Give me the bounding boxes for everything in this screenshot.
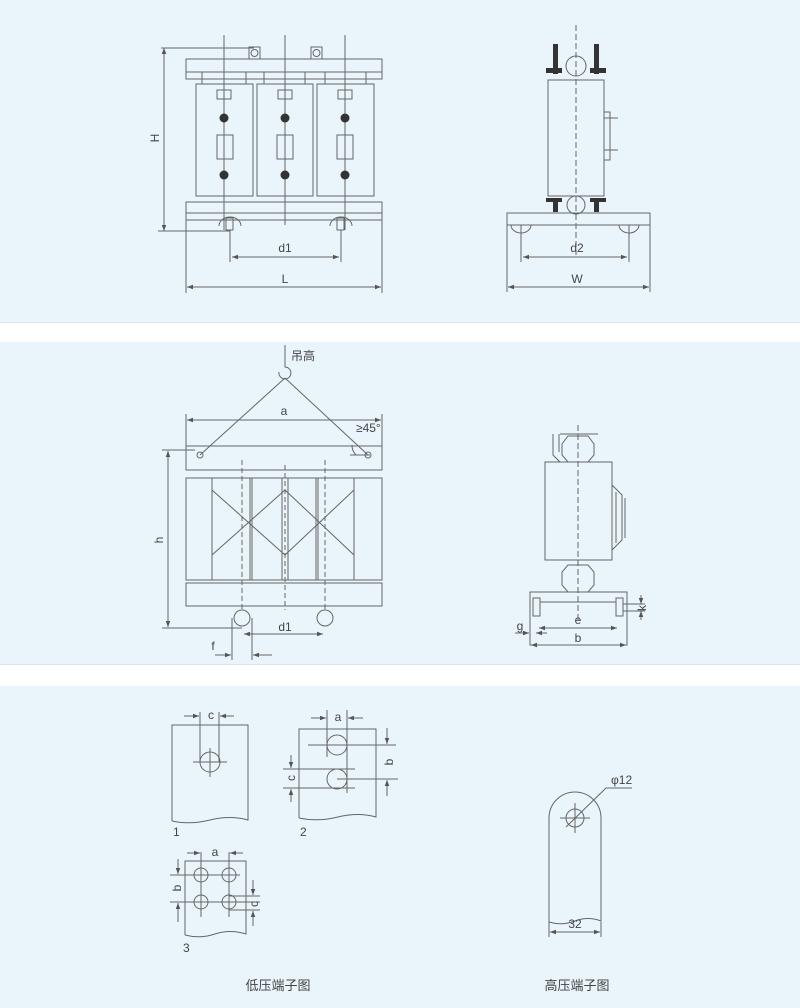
lifting-front-view: 吊高 a ≥45° h d1 f bbox=[152, 345, 383, 660]
a-label: a bbox=[212, 845, 219, 859]
k-label: k bbox=[635, 604, 649, 611]
c-label: c bbox=[208, 708, 214, 722]
lv-terminal-3: a b c 3 bbox=[170, 845, 261, 955]
width-label: W bbox=[571, 272, 583, 286]
h-label: h bbox=[152, 537, 166, 544]
f-label: f bbox=[211, 639, 215, 653]
lift-height-label: 吊高 bbox=[291, 348, 315, 363]
b-label: b bbox=[575, 631, 582, 645]
a-label: a bbox=[335, 710, 342, 724]
d1-label: d1 bbox=[278, 620, 292, 634]
lifting-side-view: g e b k bbox=[515, 425, 649, 648]
hv-caption: 高压端子图 bbox=[544, 978, 609, 993]
hole-diameter-label: φ12 bbox=[611, 773, 632, 787]
c-label: c bbox=[284, 775, 298, 781]
panel-overview bbox=[0, 0, 800, 322]
hook-icon bbox=[278, 345, 292, 380]
terminal-number: 3 bbox=[183, 941, 190, 955]
b-label: b bbox=[382, 758, 396, 765]
panel-terminals bbox=[0, 686, 800, 1008]
g-label: g bbox=[517, 619, 524, 633]
hv-terminal: φ12 32 bbox=[548, 773, 632, 937]
b-label: b bbox=[170, 884, 184, 891]
angle-label: ≥45° bbox=[356, 421, 381, 435]
lv-terminal-1: c 1 bbox=[171, 708, 249, 839]
terminal-number: 1 bbox=[173, 825, 180, 839]
transformer-front-view: H d1 L bbox=[148, 35, 383, 293]
transformer-side-view: d2 W bbox=[506, 25, 651, 292]
a-label: a bbox=[281, 404, 288, 418]
d1-label: d1 bbox=[278, 241, 292, 255]
length-label: L bbox=[282, 272, 289, 286]
width-label: 32 bbox=[568, 917, 582, 931]
lv-terminal-2: a b c 2 bbox=[283, 710, 398, 839]
panel-lifting bbox=[0, 342, 800, 664]
c-label: c bbox=[247, 901, 261, 907]
terminal-number: 2 bbox=[300, 825, 307, 839]
d2-label: d2 bbox=[570, 241, 584, 255]
lv-caption: 低压端子图 bbox=[245, 978, 310, 993]
height-label: H bbox=[148, 134, 162, 143]
e-label: e bbox=[575, 613, 582, 627]
